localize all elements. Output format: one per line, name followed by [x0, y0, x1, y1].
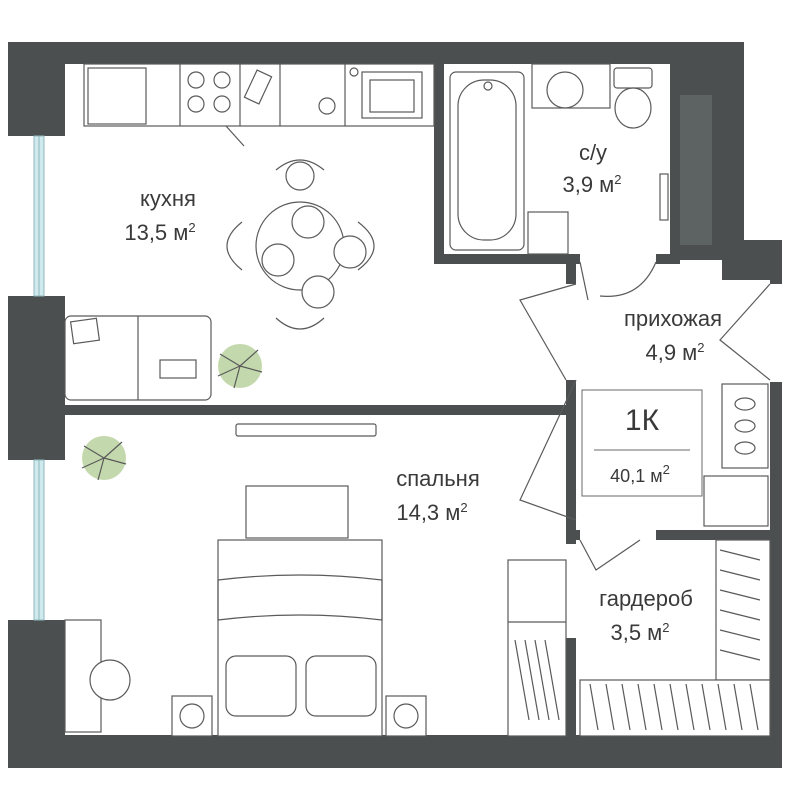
dining-table	[226, 159, 375, 330]
kitchen-counter	[83, 63, 435, 147]
room-area-bathroom: 3,9 м2	[562, 172, 621, 197]
tv	[235, 423, 377, 437]
bed	[217, 485, 383, 737]
room-labels: кухня 13,5 м2 с/у 3,9 м2 прихожая 4,9 м2…	[124, 140, 722, 645]
room-area-wardrobe: 3,5 м2	[610, 620, 669, 645]
shoe-rack	[721, 383, 769, 469]
room-area-kitchen: 13,5 м2	[124, 220, 195, 245]
toilet	[613, 67, 653, 129]
apartment-total-area: 40,1 м2	[610, 462, 670, 486]
room-name-wardrobe: гардероб	[599, 586, 693, 611]
room-name-bathroom: с/у	[579, 140, 607, 165]
room-name-kitchen: кухня	[140, 186, 196, 211]
plant-kitchen	[217, 344, 263, 389]
apartment-summary-badge: 1К 40,1 м2	[581, 389, 703, 497]
towel-rail	[659, 173, 669, 221]
plant-bedroom	[81, 436, 127, 481]
sofa	[64, 315, 212, 401]
room-name-bedroom: спальня	[396, 466, 480, 491]
hallway-mat	[703, 475, 769, 527]
closet-bedroom	[507, 559, 567, 737]
exterior-walls	[8, 42, 782, 768]
windows	[33, 135, 45, 621]
sink-bathroom	[531, 63, 611, 109]
room-name-hallway: прихожая	[624, 306, 722, 331]
doors	[519, 261, 771, 571]
washing-machine	[527, 211, 569, 255]
interior-walls	[65, 64, 780, 736]
wardrobe-shelves	[579, 539, 771, 737]
room-area-bedroom: 14,3 м2	[396, 500, 467, 525]
bathtub	[449, 71, 525, 251]
desk	[64, 619, 131, 733]
apartment-type: 1К	[625, 404, 660, 437]
nightstand-right	[385, 695, 427, 737]
room-area-hallway: 4,9 м2	[645, 340, 704, 365]
nightstand-left	[171, 695, 213, 737]
